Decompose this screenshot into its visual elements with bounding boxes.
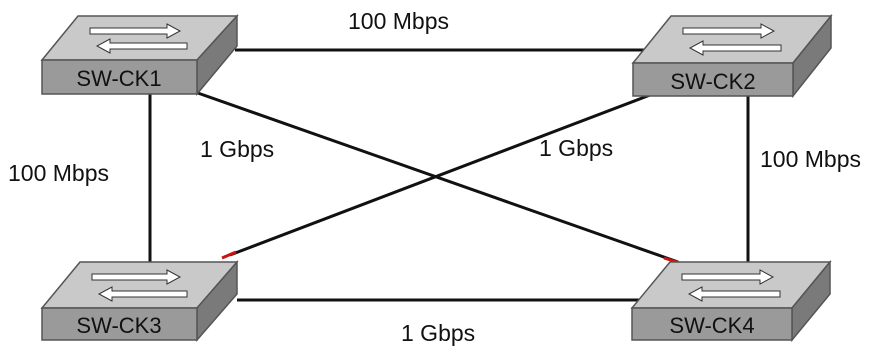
switch-front	[632, 62, 794, 97]
link-label-sw1-sw4: 1 Gbps	[200, 136, 275, 162]
link-label-sw1-sw3: 100 Mbps	[8, 160, 110, 186]
link-label-sw3-sw4: 1 Gbps	[401, 320, 476, 346]
switch-label: SW-CK2	[670, 69, 755, 94]
switch-label: SW-CK4	[669, 313, 754, 338]
switch-label: SW-CK1	[76, 66, 161, 91]
switch-front	[631, 307, 793, 341]
switch-front	[41, 59, 198, 95]
switch-front	[41, 307, 198, 341]
switch-sw-ck4: SW-CK4	[630, 259, 832, 343]
switch-arrows-icon	[91, 269, 188, 302]
switch-sw-ck2: SW-CK2	[631, 13, 833, 99]
link-label-sw1-sw2: 100 Mbps	[348, 8, 450, 34]
switch-arrows-icon	[682, 23, 782, 56]
switch-label: SW-CK3	[76, 313, 161, 338]
port-marker-sw3	[221, 250, 237, 260]
switch-arrows-icon	[89, 23, 188, 54]
link-label-sw2-sw3: 1 Gbps	[539, 135, 614, 161]
link-sw2-sw3	[229, 93, 651, 257]
switch-sw-ck3: SW-CK3	[40, 259, 239, 343]
switch-sw-ck1: SW-CK1	[40, 14, 239, 97]
link-label-sw2-sw4: 100 Mbps	[760, 146, 862, 172]
switch-arrows-icon	[681, 269, 781, 302]
